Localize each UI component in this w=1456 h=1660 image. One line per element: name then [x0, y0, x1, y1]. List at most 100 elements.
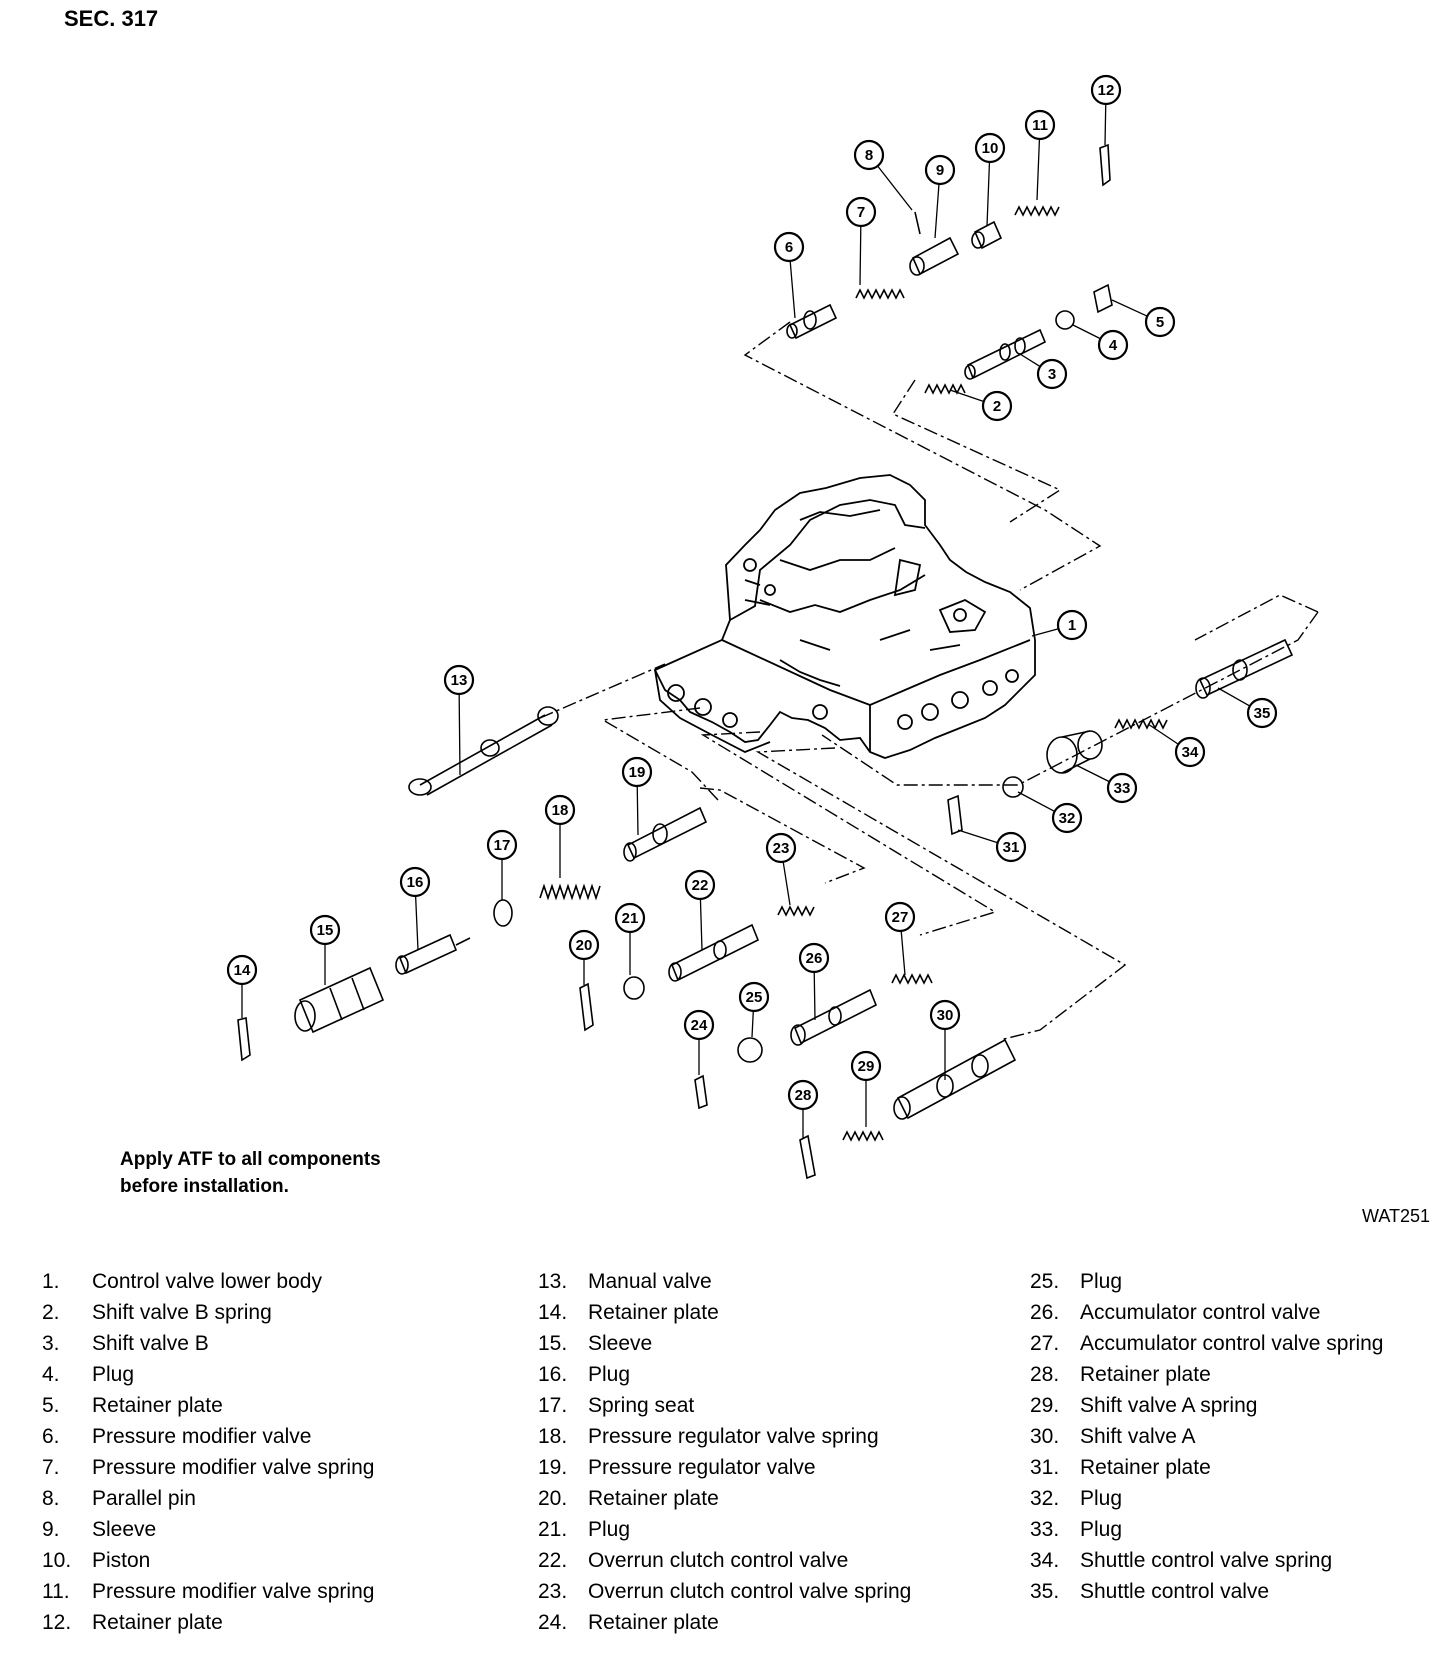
callout-circle: [309, 914, 341, 946]
callout-circle: [853, 139, 885, 171]
retainer-plate-20: [579, 982, 594, 1032]
callout-number: 7: [857, 204, 865, 221]
callout-number: 14: [234, 962, 251, 979]
note-line-1: Apply ATF to all components: [120, 1149, 381, 1170]
callout-circle: [683, 1009, 715, 1041]
callout-leader: [414, 895, 419, 951]
callout-number: 11: [1032, 117, 1048, 134]
legend-number: 4.: [42, 1363, 60, 1386]
callout-20: 20: [568, 929, 600, 985]
callout-leader: [949, 389, 984, 403]
control-valve-lower-body: [653, 474, 1036, 759]
legend-number: 27.: [1030, 1332, 1060, 1355]
callout-circle: [226, 954, 258, 986]
callout-number: 26: [806, 950, 823, 967]
callout-circle: [981, 390, 1013, 422]
legend-label: Pressure regulator valve: [588, 1456, 816, 1479]
legend-number: 17.: [538, 1394, 568, 1417]
plug-32: [1002, 776, 1024, 798]
callout-leader: [458, 693, 461, 776]
legend-number: 5.: [42, 1394, 60, 1417]
callout-5: 5: [1111, 299, 1176, 338]
callout-number: 29: [858, 1058, 875, 1075]
legend-number: 18.: [538, 1425, 568, 1448]
legend-label: Piston: [92, 1549, 151, 1572]
callout-number: 19: [629, 764, 646, 781]
callout-circle: [787, 1079, 819, 1111]
legend-item: 19.Pressure regulator valve: [538, 1452, 911, 1483]
plug-21: [623, 976, 645, 1000]
legend-number: 26.: [1030, 1301, 1060, 1324]
legend-item: 10.Piston: [42, 1545, 374, 1576]
retainer-plate-24: [694, 1074, 708, 1110]
callout-number: 23: [773, 840, 790, 857]
legend-label: Pressure modifier valve: [92, 1425, 312, 1448]
legend-label: Overrun clutch control valve: [588, 1549, 849, 1572]
callout-11: 11: [1024, 109, 1056, 201]
legend-item: 12.Retainer plate: [42, 1607, 374, 1638]
legend-number: 8.: [42, 1487, 60, 1510]
callout-leader: [900, 930, 906, 976]
legend-label: Control valve lower body: [92, 1270, 322, 1293]
plug-16-part: [395, 933, 471, 975]
legend-number: 21.: [538, 1518, 568, 1541]
spring-23: [777, 905, 815, 917]
callout-18: 18: [544, 794, 576, 878]
callout-circle: [765, 832, 797, 864]
callout-21: 21: [614, 902, 646, 975]
legend-column-1: 1. Control valve lower body 2.Shift valve …: [42, 1266, 374, 1638]
legend-number: 1.: [42, 1270, 60, 1293]
callout-19: 19: [621, 756, 653, 836]
callout-circle: [1051, 802, 1083, 834]
legend-label: Shift valve A: [1080, 1425, 1196, 1448]
callout-leader: [986, 161, 991, 227]
legend-label: Pressure regulator valve spring: [588, 1425, 879, 1448]
callout-circle: [929, 999, 961, 1031]
callout-number: 18: [552, 802, 569, 819]
callout-26: 26: [798, 942, 830, 1021]
legend-item: 16.Plug: [538, 1359, 911, 1390]
callout-number: 34: [1182, 744, 1199, 761]
legend-label: Sleeve: [92, 1518, 157, 1541]
callout-leader: [957, 829, 998, 844]
callout-31: 31: [957, 829, 1027, 863]
callout-number: 32: [1059, 810, 1076, 827]
legend-number: 9.: [42, 1518, 60, 1541]
legend-item: 23.Overrun clutch control valve spring: [538, 1576, 911, 1607]
callout-number: 1: [1068, 617, 1076, 634]
callout-number: 9: [936, 162, 944, 179]
callout-number: 35: [1254, 705, 1271, 722]
callout-8: 8: [853, 139, 913, 211]
callout-7: 7: [845, 196, 877, 286]
legend-number: 12.: [42, 1611, 72, 1634]
callout-number: 17: [494, 837, 511, 854]
retainer-plate-28: [799, 1134, 816, 1180]
callout-circle: [850, 1050, 882, 1082]
callout-number: 12: [1098, 82, 1115, 99]
callout-number: 8: [865, 147, 873, 164]
legend-item: 7.Pressure modifier valve spring: [42, 1452, 374, 1483]
sleeve-15-part: [294, 966, 385, 1034]
callout-circle: [1106, 772, 1138, 804]
callout-number: 28: [795, 1087, 812, 1104]
callout-12: 12: [1090, 74, 1122, 146]
legend-item: 2.Shift valve B spring: [42, 1297, 374, 1328]
legend-item: 22.Overrun clutch control valve: [538, 1545, 911, 1576]
pressure-regulator-valve-part: [623, 806, 708, 862]
callout-circle: [798, 942, 830, 974]
callout-leader: [934, 183, 940, 239]
callout-27: 27: [884, 901, 916, 976]
callout-leader: [813, 971, 816, 1021]
legend-item: 11.Pressure modifier valve spring: [42, 1576, 374, 1607]
legend-item: 33.Plug: [1030, 1514, 1383, 1545]
legend-item: 28.Retainer plate: [1030, 1359, 1383, 1390]
legend-item: 30.Shift valve A: [1030, 1421, 1383, 1452]
legend-label: Spring seat: [588, 1394, 695, 1417]
callout-leader: [636, 785, 639, 836]
legend-label: Shift valve A spring: [1080, 1394, 1258, 1417]
spring-2: [924, 383, 966, 395]
callout-number: 6: [785, 239, 793, 256]
legend-number: 33.: [1030, 1518, 1060, 1541]
legend-number: 25.: [1030, 1270, 1060, 1293]
